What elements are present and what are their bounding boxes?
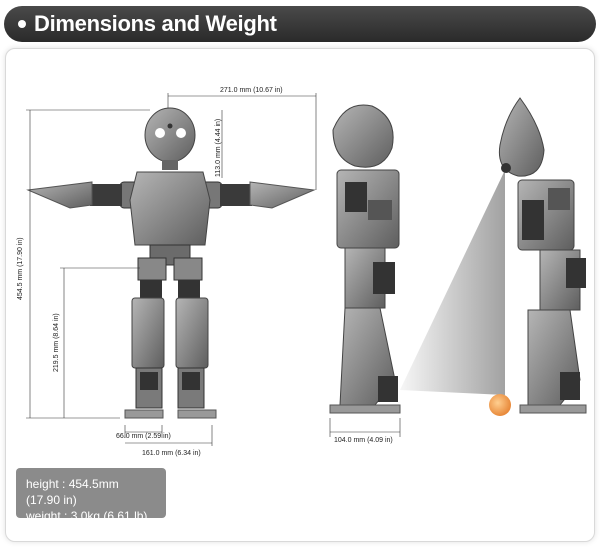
dimension-lines-front — [26, 93, 317, 446]
vision-view-robot — [498, 97, 587, 414]
spec-summary-box: height : 454.5mm (17.90 in) weight : 3.0… — [16, 468, 166, 523]
arm-span-label: 271.0 mm (10.67 in) — [220, 87, 283, 94]
bullet-icon — [18, 20, 26, 28]
camera-view-cone — [400, 170, 505, 395]
dimension-lines-side — [329, 418, 401, 437]
section-title: Dimensions and Weight — [34, 11, 277, 36]
foot-width-label: 66.0 mm (2.59 in) — [116, 433, 171, 440]
leg-height-label: 219.5 mm (8.64 in) — [53, 313, 60, 372]
weight-spec: weight : 3.0kg (6.61 lb) — [26, 509, 148, 523]
section-header: Dimensions and Weight — [4, 6, 596, 42]
stance-width-label: 161.0 mm (6.34 in) — [142, 450, 201, 457]
height-spec: height : 454.5mm (17.90 in) — [26, 477, 119, 507]
ball-icon — [489, 394, 511, 416]
side-view-robot — [329, 104, 401, 414]
front-view-robot — [26, 107, 316, 419]
head-height-label: 113.0 mm (4.44 in) — [215, 119, 222, 177]
total-height-label: 454.5 mm (17.90 in) — [17, 237, 24, 300]
foot-depth-label: 104.0 mm (4.09 in) — [334, 437, 393, 444]
